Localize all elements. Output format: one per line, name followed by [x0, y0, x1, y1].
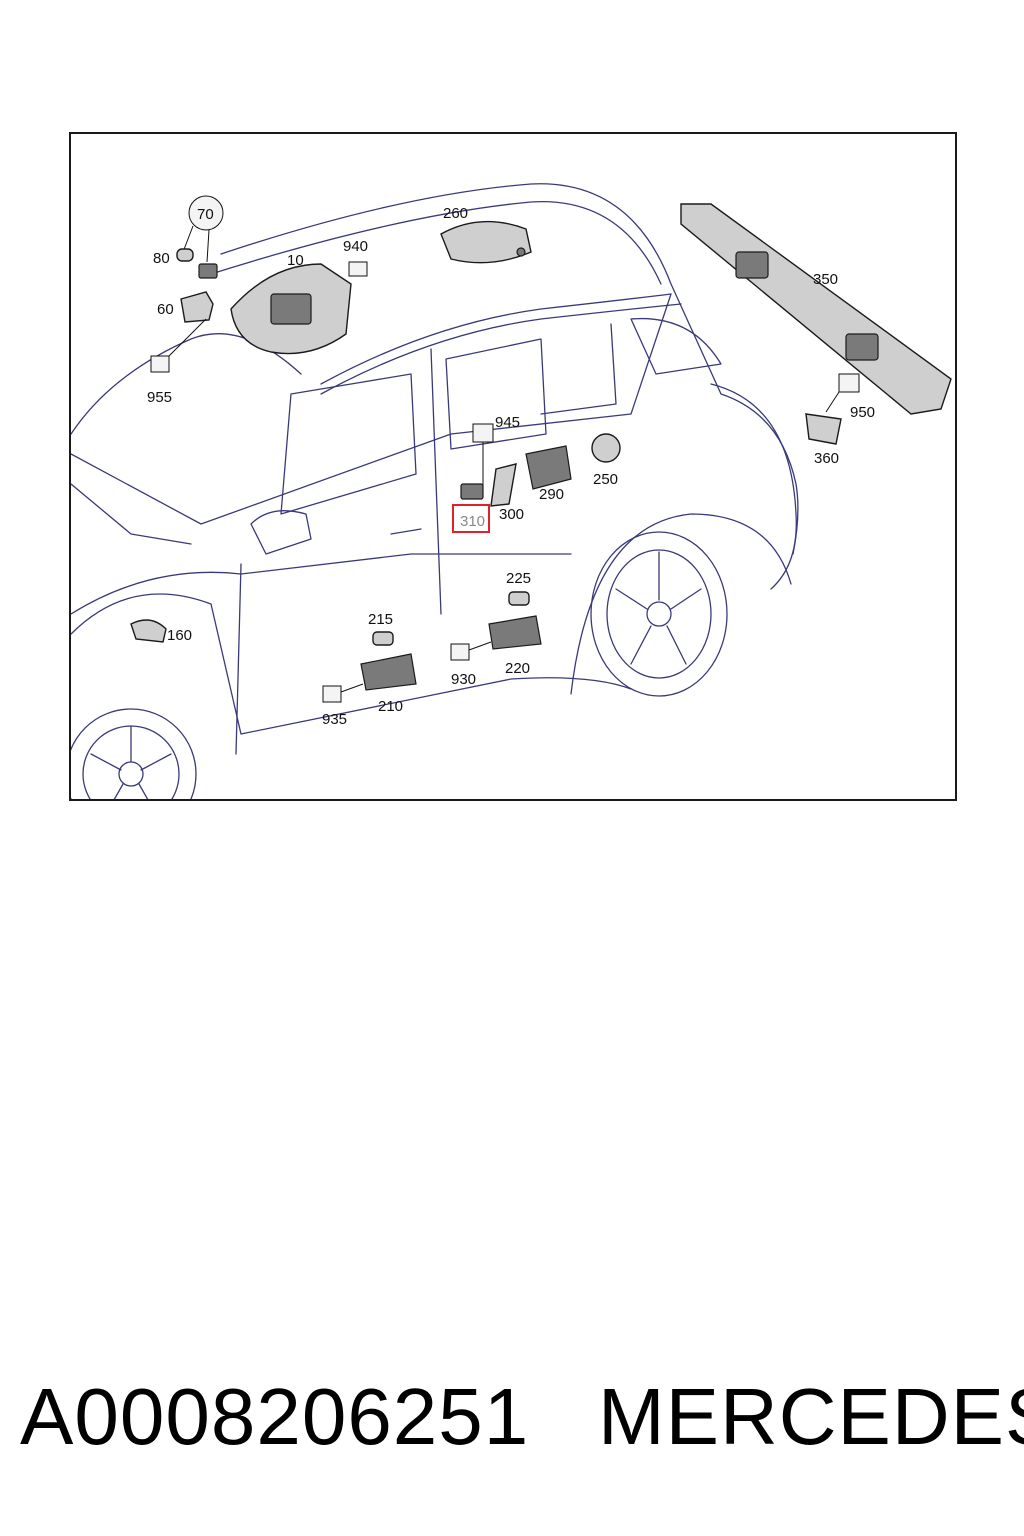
callout-930: 930	[451, 671, 476, 688]
part-220	[488, 615, 542, 650]
callout-220: 220	[505, 660, 530, 677]
highlight-box-310	[452, 504, 490, 533]
part-number: A0008206251	[20, 1372, 530, 1461]
part-360	[805, 413, 842, 445]
callout-10: 10	[287, 252, 304, 269]
part-160	[130, 619, 167, 643]
part-955	[150, 318, 207, 373]
part-210	[360, 653, 417, 691]
callout-350: 350	[813, 271, 838, 288]
part-70-plug	[198, 263, 218, 279]
part-260	[440, 220, 532, 264]
callout-80: 80	[153, 250, 170, 267]
part-60	[180, 291, 214, 323]
part-70-group	[182, 195, 224, 263]
callout-210: 210	[378, 698, 403, 715]
part-935	[322, 683, 364, 703]
callout-60: 60	[157, 301, 174, 318]
part-950	[825, 373, 860, 413]
callout-310: 310	[460, 513, 485, 530]
part-10-overhead-console	[230, 263, 352, 355]
callout-950: 950	[850, 404, 875, 421]
callout-260: 260	[443, 205, 468, 222]
callout-940: 940	[343, 238, 368, 255]
part-225	[508, 591, 530, 606]
callout-955: 955	[147, 389, 172, 406]
rear-wheel	[570, 513, 792, 697]
part-350-tailgate-trim	[680, 203, 952, 415]
part-300	[490, 463, 517, 507]
callout-300: 300	[499, 506, 524, 523]
callout-250: 250	[593, 471, 618, 488]
callout-70: 70	[197, 206, 214, 223]
callout-945: 945	[495, 414, 520, 431]
callout-935: 935	[322, 711, 347, 728]
part-290	[525, 445, 572, 490]
brand-name: MERCEDES	[598, 1372, 1024, 1461]
part-250	[591, 433, 621, 463]
part-215	[372, 631, 394, 646]
part-80	[176, 248, 194, 262]
callout-225: 225	[506, 570, 531, 587]
car-body-outline	[71, 183, 799, 755]
callout-labels: 70 80 10 940 260 60 955 350 945 310 300 …	[147, 205, 875, 728]
part-310-switch	[460, 483, 484, 500]
part-930	[450, 641, 492, 661]
callout-160: 160	[167, 627, 192, 644]
front-wheel	[71, 708, 197, 799]
callout-360: 360	[814, 450, 839, 467]
parts-diagram: 70 80 10 940 260 60 955 350 945 310 300 …	[69, 132, 957, 801]
car-parts-illustration: 70 80 10 940 260 60 955 350 945 310 300 …	[71, 183, 952, 799]
callout-290: 290	[539, 486, 564, 503]
part-940	[348, 261, 368, 277]
callout-215: 215	[368, 611, 393, 628]
